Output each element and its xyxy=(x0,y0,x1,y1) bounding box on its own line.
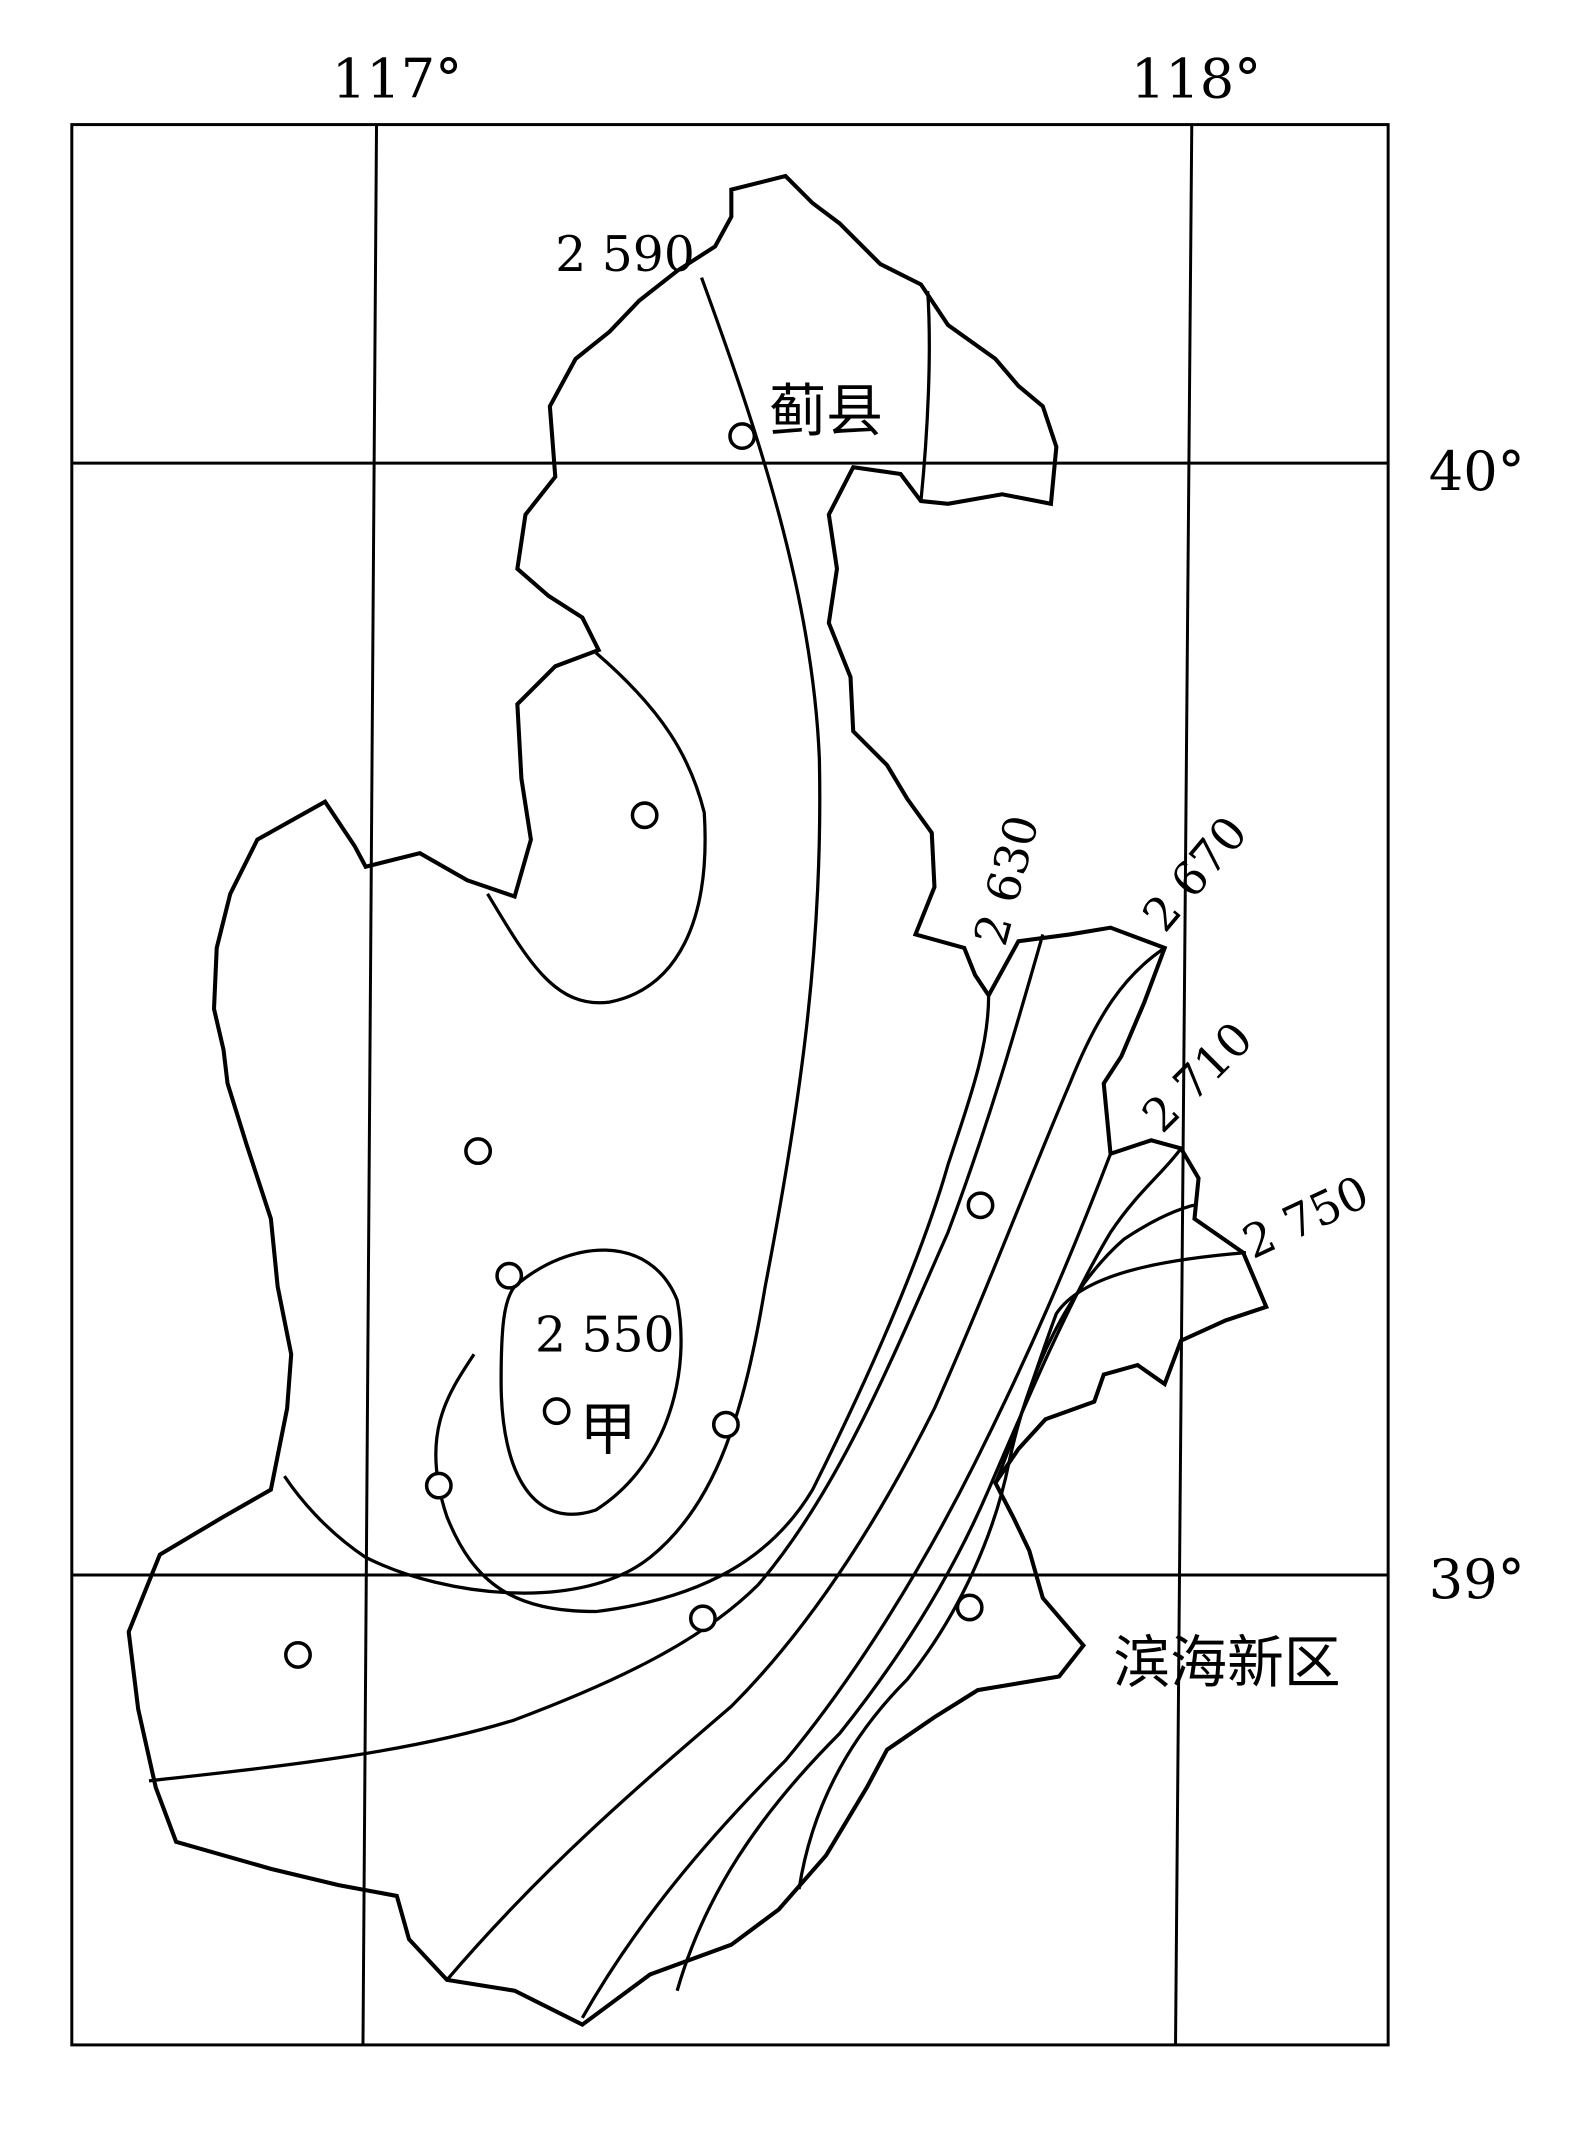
place-label-binhai: 滨海新区 xyxy=(1113,1630,1340,1696)
city-point-marker xyxy=(464,1137,493,1166)
lon-label-118: 118° xyxy=(1131,48,1261,111)
meridian-117 xyxy=(361,124,379,2045)
isoline-2590-main xyxy=(283,277,822,1595)
grid xyxy=(70,123,1390,2047)
isoline-north-loop xyxy=(486,651,707,1005)
city-point-marker xyxy=(284,1640,312,1669)
place-label-jia: 甲 xyxy=(580,1397,637,1463)
isoline-label-2750: 2 750 xyxy=(1235,1165,1377,1270)
region-outline xyxy=(126,173,1269,2027)
map-frame xyxy=(70,123,1390,2047)
isoline-label-2630: 2 630 xyxy=(963,810,1049,951)
city-point-marker xyxy=(711,1410,740,1439)
isoline-2650 xyxy=(580,1153,1113,2019)
isoline-2550 xyxy=(499,1248,683,1516)
isoline-label-2710: 2 710 xyxy=(1132,1011,1263,1142)
place-label-jixian: 蓟县 xyxy=(769,379,883,445)
city-point-marker xyxy=(495,1261,524,1290)
city-point-marker xyxy=(424,1471,453,1500)
isoline-2750 xyxy=(993,1251,1247,1484)
lat-label-39: 39° xyxy=(1429,1548,1525,1611)
isoline-2630 xyxy=(445,946,1166,1981)
lon-label-117: 117° xyxy=(332,48,462,111)
city-point-marker xyxy=(728,422,757,451)
isoline-label-2670: 2 670 xyxy=(1132,806,1258,942)
city-point-marker xyxy=(630,801,659,830)
isoline-label-2550: 2 550 xyxy=(535,1308,675,1364)
city-point-marker xyxy=(542,1397,571,1426)
isolines xyxy=(148,277,1247,2019)
isoline-jixian-east xyxy=(919,291,931,502)
city-point-marker xyxy=(688,1604,717,1633)
isoline-2710 xyxy=(797,1203,1195,1890)
city-points xyxy=(284,422,995,1669)
lat-label-40: 40° xyxy=(1429,440,1525,503)
isoline-2570 xyxy=(434,995,991,1614)
isoline-2670 xyxy=(675,1147,1183,1992)
city-point-marker xyxy=(966,1191,995,1220)
isoline-label-2590: 2 590 xyxy=(555,227,695,283)
isoline-west xyxy=(148,933,1045,1783)
city-point-marker xyxy=(955,1593,984,1622)
meridian-118 xyxy=(1174,124,1194,2045)
